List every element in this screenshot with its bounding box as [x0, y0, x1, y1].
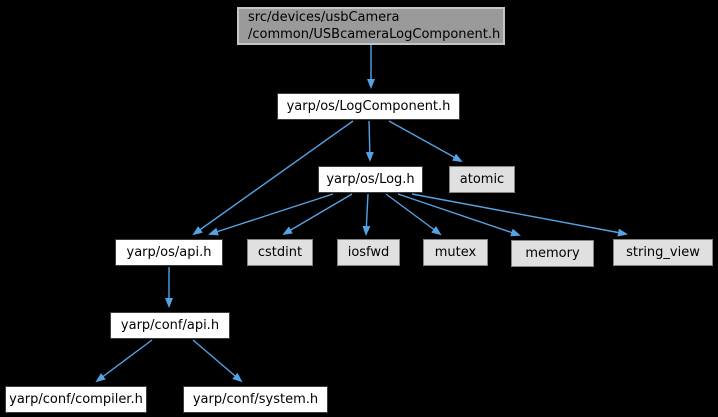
node-label: string_view: [626, 245, 700, 260]
node-label: yarp/conf/compiler.h: [9, 392, 143, 407]
edge-log-memory: [397, 193, 521, 237]
edge-log-string-view: [411, 193, 628, 237]
edge-logcomponent-log: [365, 120, 374, 162]
edge-log-mutex: [385, 193, 442, 236]
edge-logcomponent-atomic: [388, 120, 463, 162]
node-iosfwd: iosfwd: [337, 239, 400, 266]
node-yarp-os-log[interactable]: yarp/os/Log.h: [318, 166, 423, 193]
node-label: iosfwd: [347, 245, 390, 260]
node-yarp-os-logcomponent[interactable]: yarp/os/LogComponent.h: [277, 93, 460, 120]
node-label: yarp/os/api.h: [126, 245, 212, 260]
node-atomic: atomic: [449, 166, 515, 193]
node-label: memory: [525, 246, 580, 261]
node-mutex: mutex: [423, 239, 488, 266]
node-label: yarp/conf/api.h: [120, 318, 220, 333]
edge-confapi-system: [192, 339, 243, 383]
node-cstdint: cstdint: [247, 239, 313, 266]
edge-confapi-compiler: [95, 339, 153, 383]
node-label: cstdint: [257, 245, 303, 260]
node-yarp-conf-api[interactable]: yarp/conf/api.h: [110, 312, 230, 339]
node-label: atomic: [459, 172, 505, 187]
edge-logcomponent-api: [192, 120, 354, 236]
node-label: yarp/conf/system.h: [192, 392, 319, 407]
node-label: yarp/os/Log.h: [326, 172, 415, 187]
edge-log-api: [208, 193, 334, 236]
node-yarp-conf-compiler[interactable]: yarp/conf/compiler.h: [5, 386, 147, 413]
node-string-view: string_view: [613, 239, 713, 266]
node-label: yarp/os/LogComponent.h: [286, 99, 451, 114]
root-label-line2: /common/USBcameraLogComponent.h: [248, 27, 501, 42]
node-memory: memory: [511, 240, 594, 267]
node-usbcamera-logcomponent: src/devices/usbCamera /common/USBcameraL…: [237, 7, 505, 45]
node-yarp-conf-system[interactable]: yarp/conf/system.h: [183, 386, 328, 413]
node-yarp-os-api[interactable]: yarp/os/api.h: [115, 239, 223, 266]
root-label-line1: src/devices/usbCamera: [248, 10, 400, 25]
node-label: mutex: [434, 245, 477, 260]
edge-log-cstdint: [282, 193, 353, 236]
edge-log-iosfwd: [362, 193, 371, 236]
